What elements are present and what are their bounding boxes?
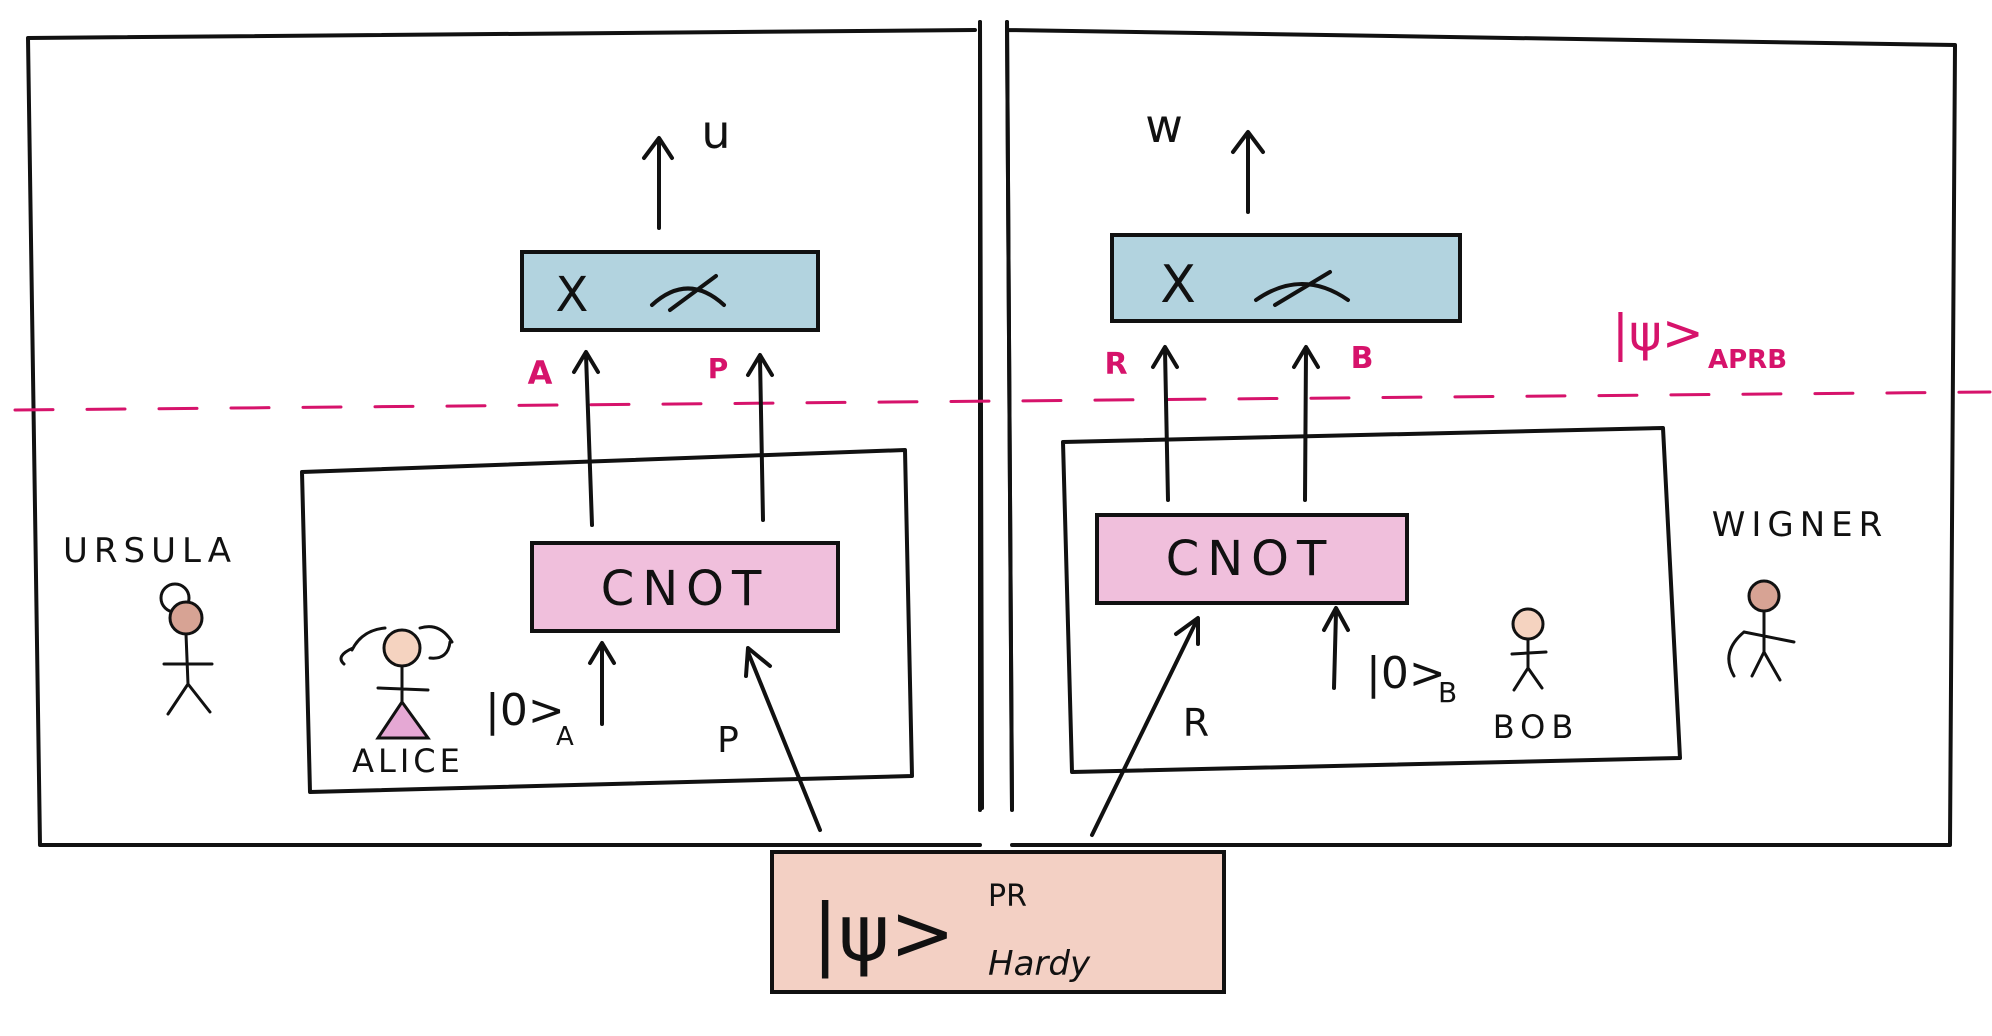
- ursula-head: [168, 600, 204, 636]
- alice-figure: [339, 625, 454, 740]
- cnot-label-left: CNOT: [601, 561, 770, 617]
- cnot-box-right: [1095, 513, 1409, 605]
- input-label-r: R: [1183, 701, 1209, 745]
- ursula-body: [162, 632, 214, 716]
- alice-head: [382, 628, 422, 668]
- bob-head: [1511, 607, 1545, 641]
- label-w: w: [1145, 99, 1183, 153]
- measurement-box-right: [1110, 233, 1462, 323]
- wigner-lab-frame: [1005, 20, 1957, 847]
- hardy-ket: |ψ>: [812, 889, 955, 979]
- measurement-x-right: X: [1160, 255, 1196, 315]
- wire-label-p: P: [708, 352, 729, 385]
- lab-divider-right: [1005, 20, 1014, 810]
- wire-label-r: R: [1104, 347, 1127, 382]
- cnot-box-left: [530, 541, 840, 633]
- output-arrow-w: [1231, 130, 1265, 214]
- arrow-p-up: [746, 353, 774, 522]
- output-arrow-u: [642, 136, 674, 230]
- bob-body: [1510, 637, 1548, 692]
- hardy-superscript: PR: [988, 879, 1027, 914]
- bob-lab-box: [1061, 426, 1682, 774]
- alice-pigtails: [339, 625, 454, 666]
- hardy-subscript: Hardy: [988, 944, 1091, 984]
- ursula-figure: [159, 582, 214, 716]
- wigner-head: [1747, 579, 1781, 613]
- wire-label-a: A: [528, 354, 553, 392]
- label-u: u: [701, 105, 730, 159]
- ket-b-subscript: B: [1438, 676, 1457, 709]
- ket-b: |0>: [1366, 648, 1446, 699]
- meter-icon-right: [1254, 270, 1350, 307]
- psi-aprb-subscript: APRB: [1708, 345, 1787, 375]
- bob-label: BOB: [1493, 708, 1580, 746]
- alice-label: ALICE: [352, 742, 464, 780]
- psi-aprb-ket: |ψ>: [1612, 304, 1704, 362]
- arrow-r-in: [1090, 616, 1200, 837]
- cnot-label-right: CNOT: [1166, 531, 1335, 587]
- arrow-ket-a-in: [588, 641, 616, 726]
- arrow-a-up: [572, 350, 600, 527]
- lab-divider-left: [978, 20, 984, 810]
- input-label-p: P: [717, 720, 739, 761]
- hardy-state-box: [770, 850, 1226, 994]
- alice-arms: [376, 664, 430, 704]
- ket-a-subscript: A: [556, 722, 574, 752]
- ket-a: |0>: [485, 685, 565, 736]
- aprb-dashed-line: [13, 390, 1992, 412]
- wire-label-b: B: [1351, 341, 1374, 376]
- arrow-ket-b-in: [1322, 606, 1350, 690]
- wigner-body: [1727, 609, 1796, 682]
- arrow-r-up: [1151, 345, 1179, 502]
- measurement-x-left: X: [556, 267, 589, 323]
- alice-dress: [375, 699, 431, 740]
- wigner-figure: [1727, 579, 1796, 682]
- wigner-label: WIGNER: [1712, 505, 1889, 545]
- arrow-p-in: [744, 646, 822, 832]
- ursula-label: URSULA: [63, 531, 237, 571]
- meter-icon-left: [650, 274, 726, 312]
- arrow-b-up: [1292, 345, 1320, 502]
- bob-figure: [1510, 607, 1548, 692]
- alice-lab-box: [300, 448, 914, 794]
